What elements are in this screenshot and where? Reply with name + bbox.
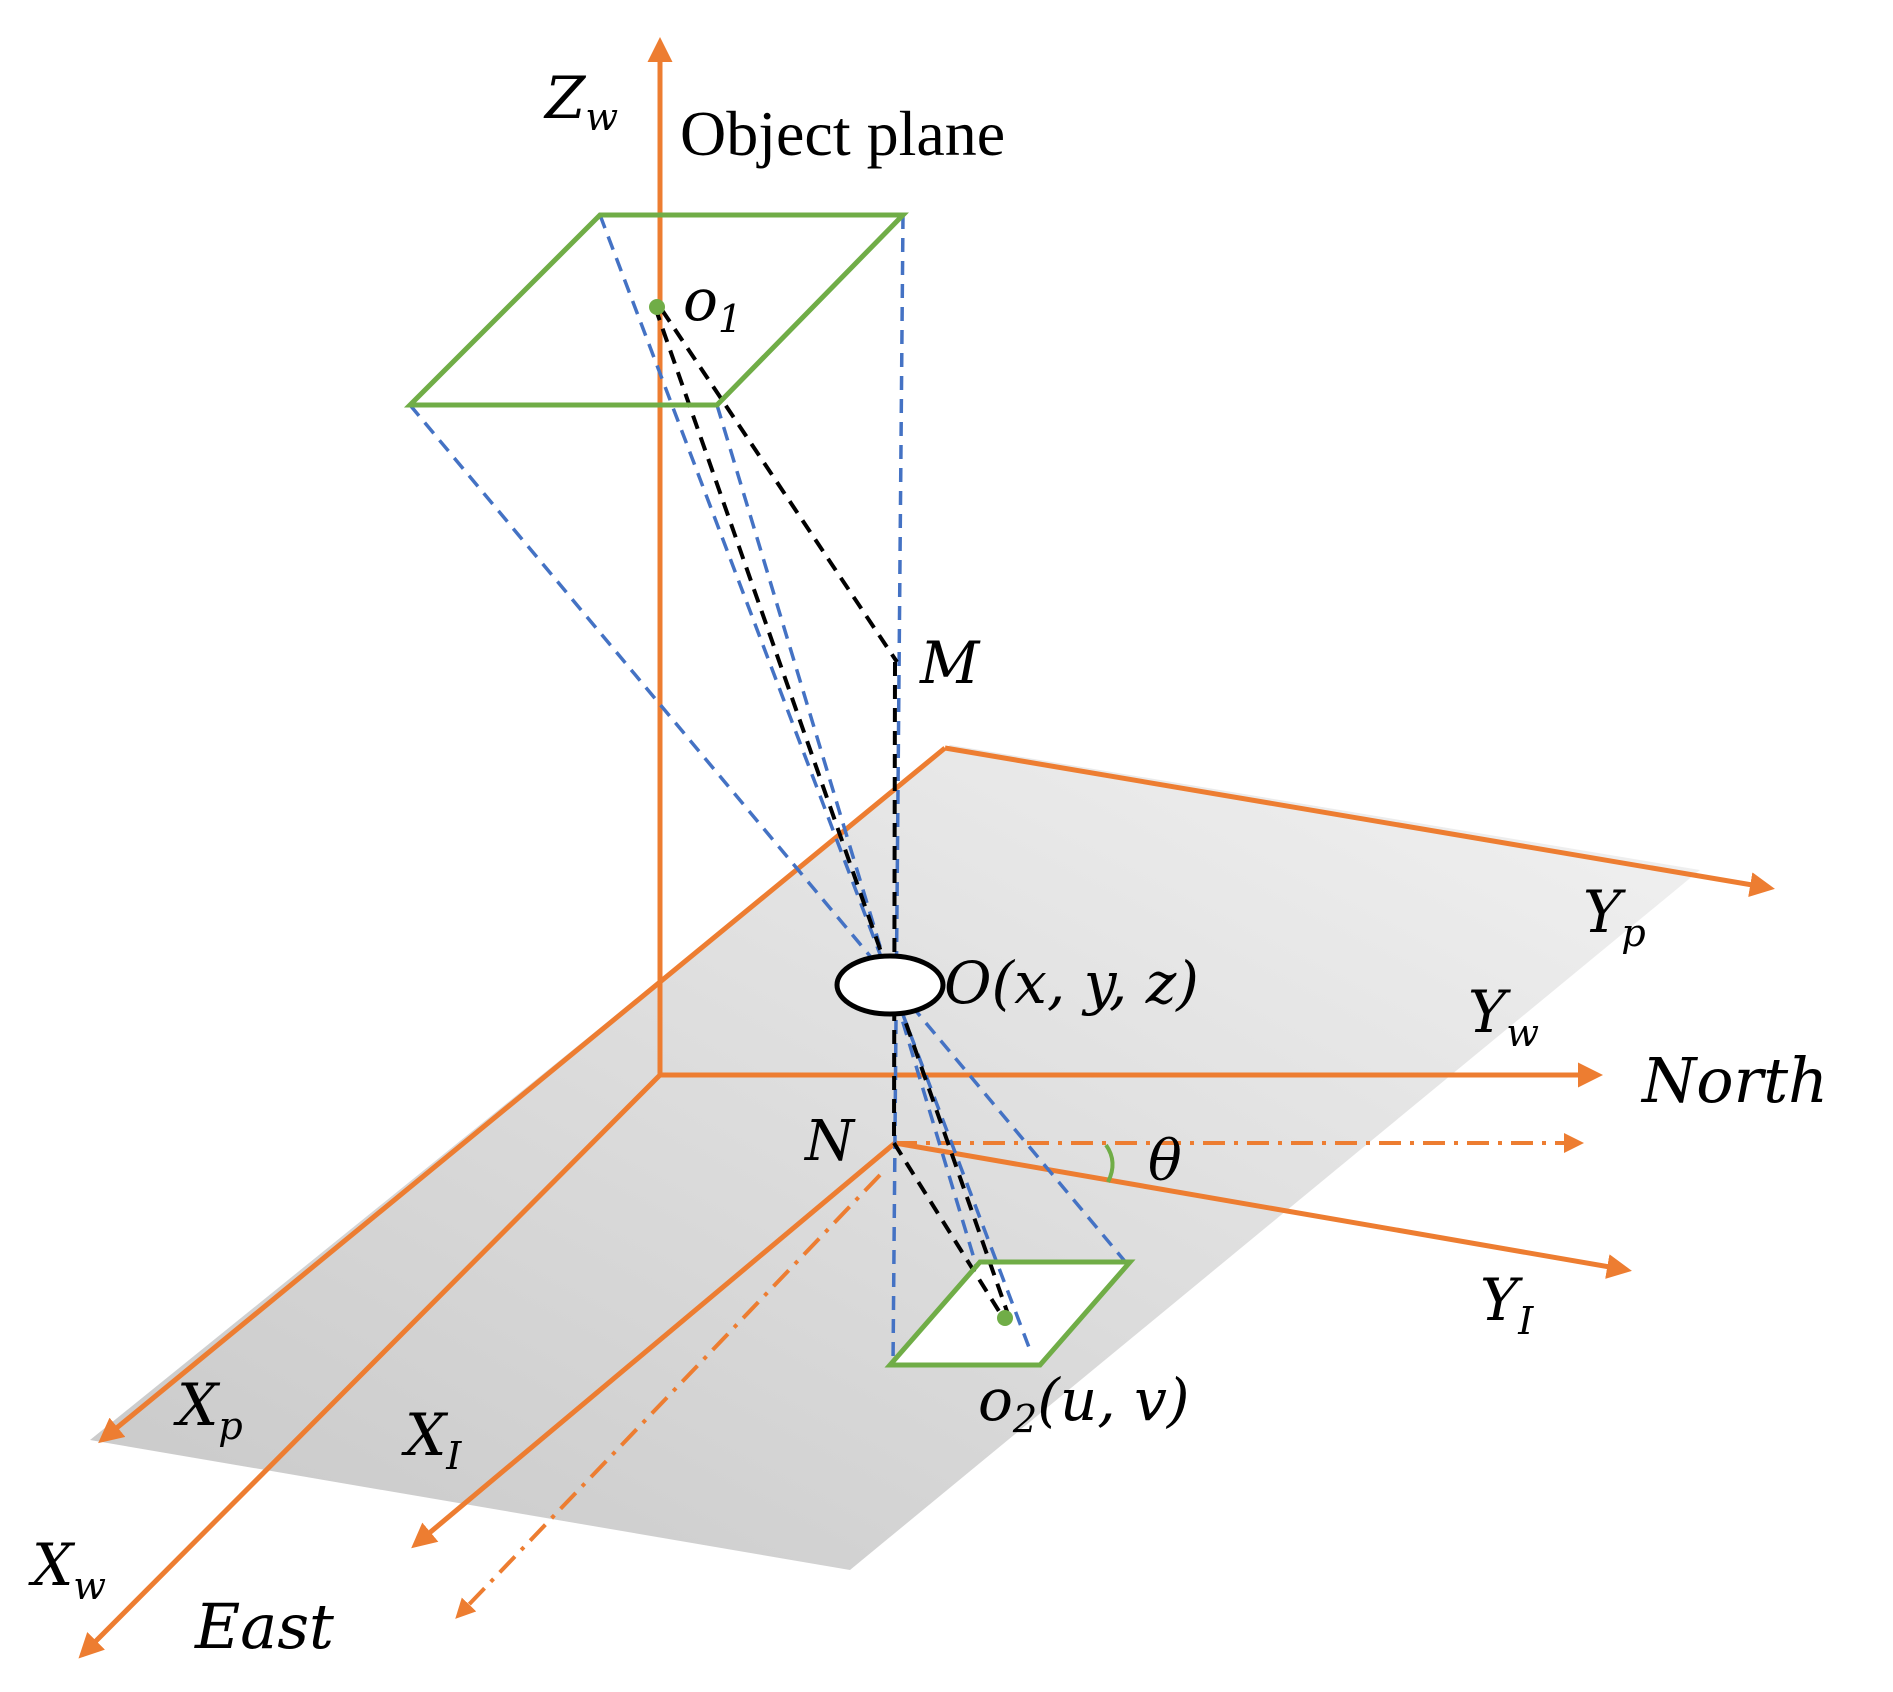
east-label: East [194,1590,334,1663]
yi-axis [894,1140,1632,1279]
yp-label: Yp [1583,878,1646,956]
yp-axis [944,745,1775,897]
xp-label: Xp [173,1371,243,1449]
xw-label: Xw [28,1531,106,1609]
bray-4 [892,1141,1004,1318]
theta-label: θ [1148,1129,1182,1194]
yi-label: YI [1480,1266,1534,1344]
north-label: North [1640,1044,1828,1117]
xi-label: XI [401,1401,462,1479]
ray-1 [598,214,1032,1351]
o2-label: o2(u, v) [978,1366,1190,1442]
m-label: M [919,629,981,697]
ray-4 [715,404,978,1266]
bray-3 [892,661,897,1144]
o1-point [649,299,665,315]
image-plane-frame [884,1259,1136,1368]
theta-arc [1104,1143,1115,1183]
ground-plane [90,745,1700,1570]
xw-axis [78,1073,662,1659]
lens-ellipse [834,953,946,1017]
object-plane-frame [403,212,909,408]
zw-label: Zw [543,64,618,140]
n-label: N [803,1109,856,1174]
o1-label: o1 [683,266,742,342]
east-ref-dashed [455,1173,882,1619]
ray-3 [408,403,1130,1267]
object-plane-label: Object plane [680,98,1005,169]
bray-2 [660,308,899,664]
o2-point [997,1310,1013,1326]
o-point-label: O(x, y, z) [944,949,1199,1017]
xp-axis [98,746,947,1444]
yw-label: Yw [1468,978,1539,1056]
xi-axis [411,1141,897,1549]
bray-1 [653,306,1012,1321]
ray-2 [891,214,905,1366]
